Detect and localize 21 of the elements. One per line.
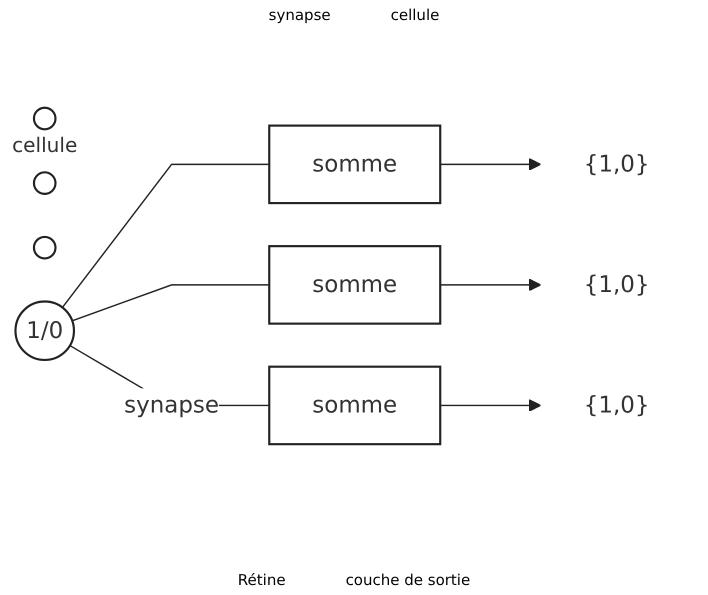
node-circle [32,106,57,130]
node-circle [32,171,57,195]
arrow [440,158,542,171]
arrow [440,399,542,412]
node-caption: cellule [12,133,78,158]
node-text: {1,0} [584,391,650,418]
connector [72,284,270,322]
annotation-text: synapse [268,6,331,24]
node-text: {1,0} [584,270,650,298]
node-box: somme [268,366,442,446]
group-label: Rétine [238,571,286,589]
node-box: somme [268,124,442,204]
edge-label: synapse [124,391,220,418]
group-label: couche de sortie [346,571,470,589]
node-text: {1,0} [584,150,650,178]
connector [62,164,270,308]
arrow [440,278,542,292]
node-circle: 1/0 [14,300,76,362]
node-box: somme [268,245,442,325]
annotation-text: cellule [390,6,440,24]
node-circle [32,236,57,260]
